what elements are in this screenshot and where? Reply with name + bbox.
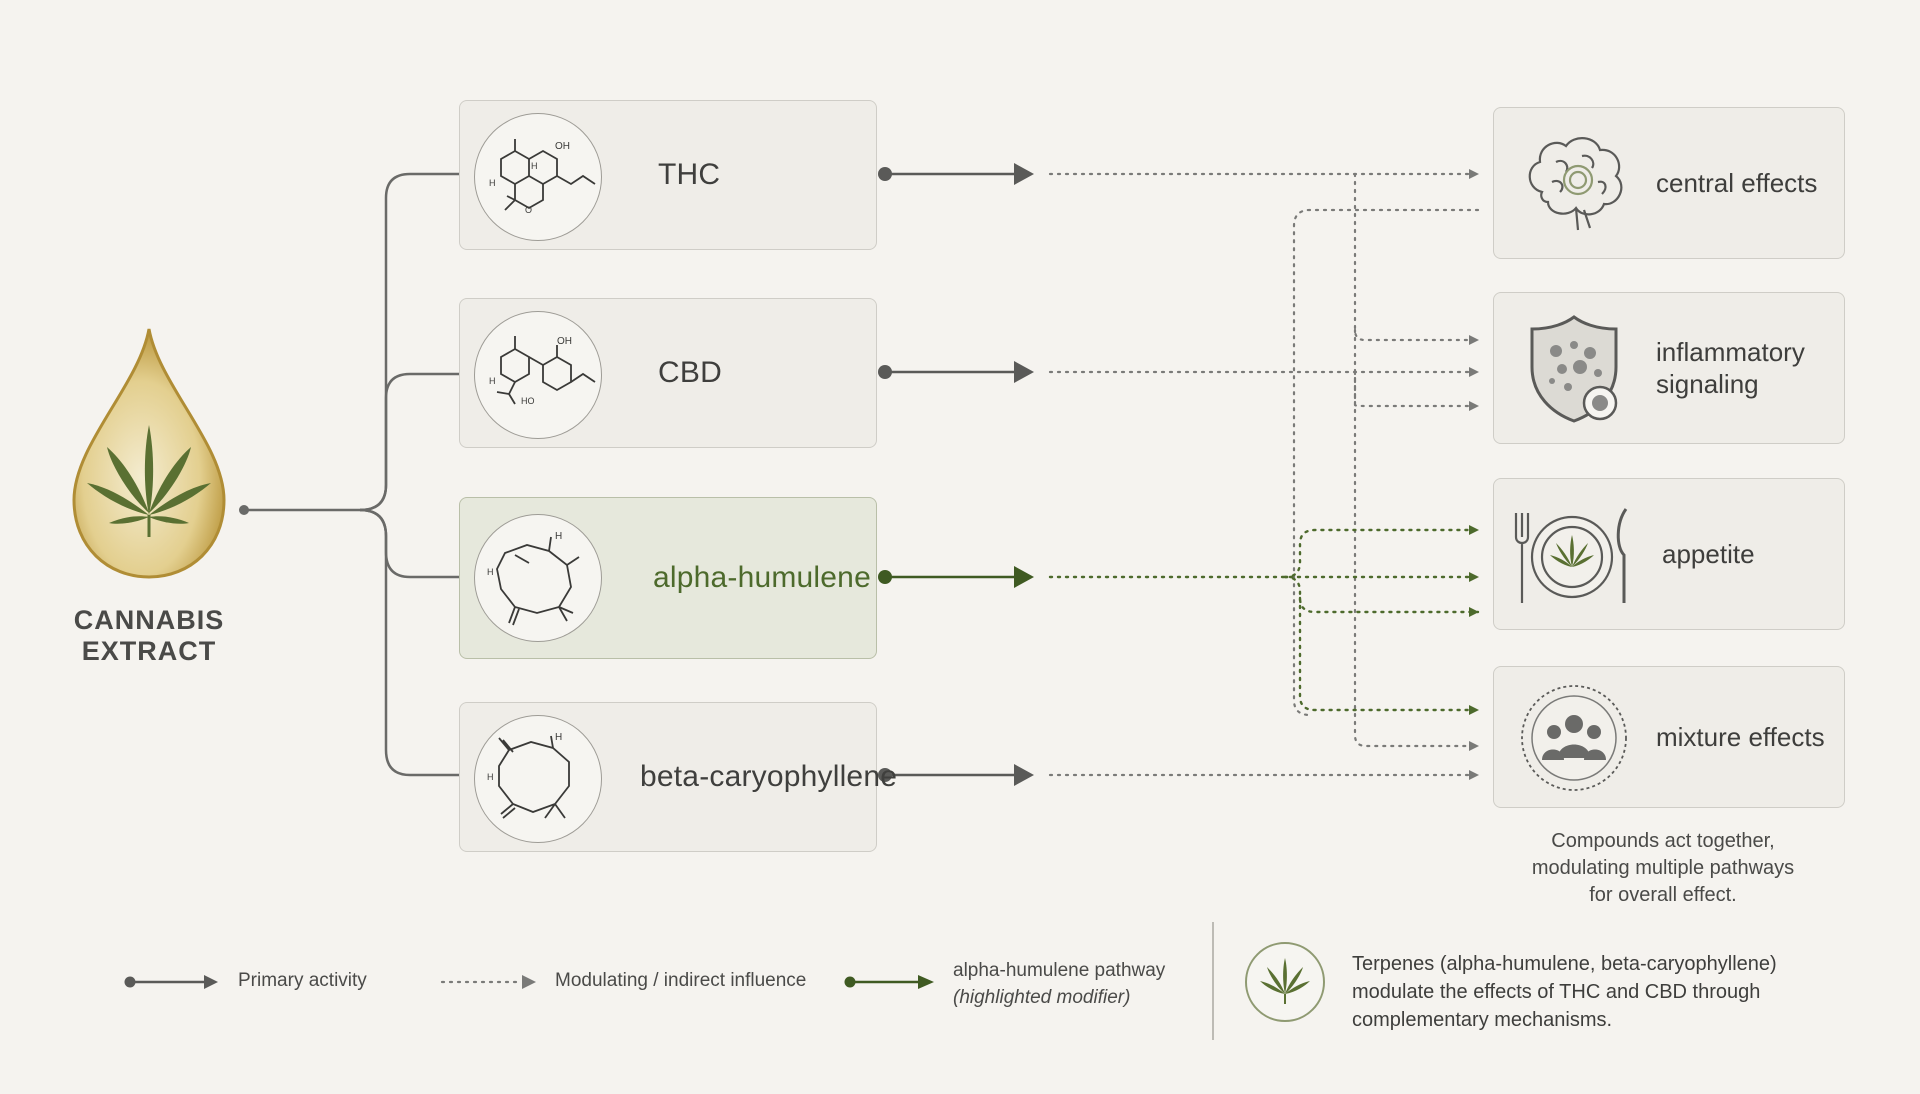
svg-text:H: H	[489, 178, 496, 188]
effect-label-mixture-effects: mixture effects	[1656, 722, 1825, 752]
beta-primary-arrow	[878, 764, 1034, 786]
effect-label-central-effects: central effects	[1656, 168, 1818, 198]
svg-text:H: H	[487, 772, 494, 782]
svg-text:OH: OH	[555, 141, 570, 152]
cannabis-leaf-icon	[87, 425, 211, 537]
svg-text:H: H	[555, 531, 562, 542]
compound-name-alpha-humulene: alpha-humulene	[653, 561, 871, 594]
terpene-summary: Terpenes (alpha-humulene, beta-caryophyl…	[1352, 953, 1777, 1031]
alpha-humulene-molecule-icon: H H	[474, 514, 602, 642]
svg-text:H: H	[487, 567, 494, 577]
legend-alpha-label: alpha-humulene pathway (highlighted modi…	[953, 960, 1166, 1008]
modulating-paths	[1048, 169, 1480, 780]
people-group-icon	[1512, 676, 1636, 800]
cannabis-leaf-icon	[1245, 942, 1325, 1022]
compound-name-beta-caryophyllene: beta-caryophyllene	[640, 760, 898, 793]
compound-name-cbd: CBD	[658, 356, 722, 389]
cbd-primary-arrow	[878, 361, 1034, 383]
alpha-primary-arrow	[878, 566, 1034, 588]
cbd-molecule-icon: OH H HO	[474, 311, 602, 439]
oil-drop-icon	[64, 325, 234, 585]
compound-card-thc: OH H H O THC	[459, 100, 877, 250]
legend-divider	[1212, 922, 1214, 1040]
svg-text:H: H	[489, 376, 496, 386]
compound-card-cbd: OH H HO CBD	[459, 298, 877, 448]
legend-modulating-glyph	[440, 975, 536, 989]
legend-primary-label: Primary activity	[238, 970, 367, 991]
svg-text:H: H	[555, 732, 562, 743]
alpha-pathways	[1048, 525, 1480, 715]
synergy-note: Compounds act together, modulating multi…	[1531, 830, 1795, 906]
effect-label-inflammatory-signaling: inflammatory signaling	[1656, 337, 1805, 399]
extract-node	[239, 505, 249, 515]
extract-tree	[246, 172, 459, 777]
extract-label: CANNABIS EXTRACT	[73, 605, 225, 666]
svg-text:O: O	[525, 205, 532, 215]
thc-primary-arrow	[878, 163, 1034, 185]
compound-card-alpha-humulene: H H alpha-humulene	[459, 497, 877, 659]
effect-card-appetite: appetite	[1493, 478, 1845, 630]
compound-name-thc: THC	[658, 158, 721, 191]
svg-text:H: H	[531, 161, 538, 171]
brain-icon	[1512, 122, 1636, 246]
thc-molecule-icon: OH H H O	[474, 113, 602, 241]
legend-alpha-glyph	[844, 975, 934, 989]
beta-caryophyllene-molecule-icon: H H	[474, 715, 602, 843]
effect-card-inflammatory-signaling: inflammatory signaling	[1493, 292, 1845, 444]
plate-fork-knife-icon	[1502, 493, 1642, 617]
shield-cells-icon	[1512, 307, 1636, 431]
svg-text:OH: OH	[557, 336, 572, 347]
effect-card-central-effects: central effects	[1493, 107, 1845, 259]
effect-label-appetite: appetite	[1662, 539, 1755, 569]
svg-text:HO: HO	[521, 396, 535, 406]
compound-card-beta-caryophyllene: H H beta-caryophyllene	[459, 702, 897, 852]
legend-modulating-label: Modulating / indirect influence	[555, 970, 807, 991]
legend-primary-glyph	[124, 975, 218, 989]
effect-card-mixture-effects: mixture effects	[1493, 666, 1845, 808]
